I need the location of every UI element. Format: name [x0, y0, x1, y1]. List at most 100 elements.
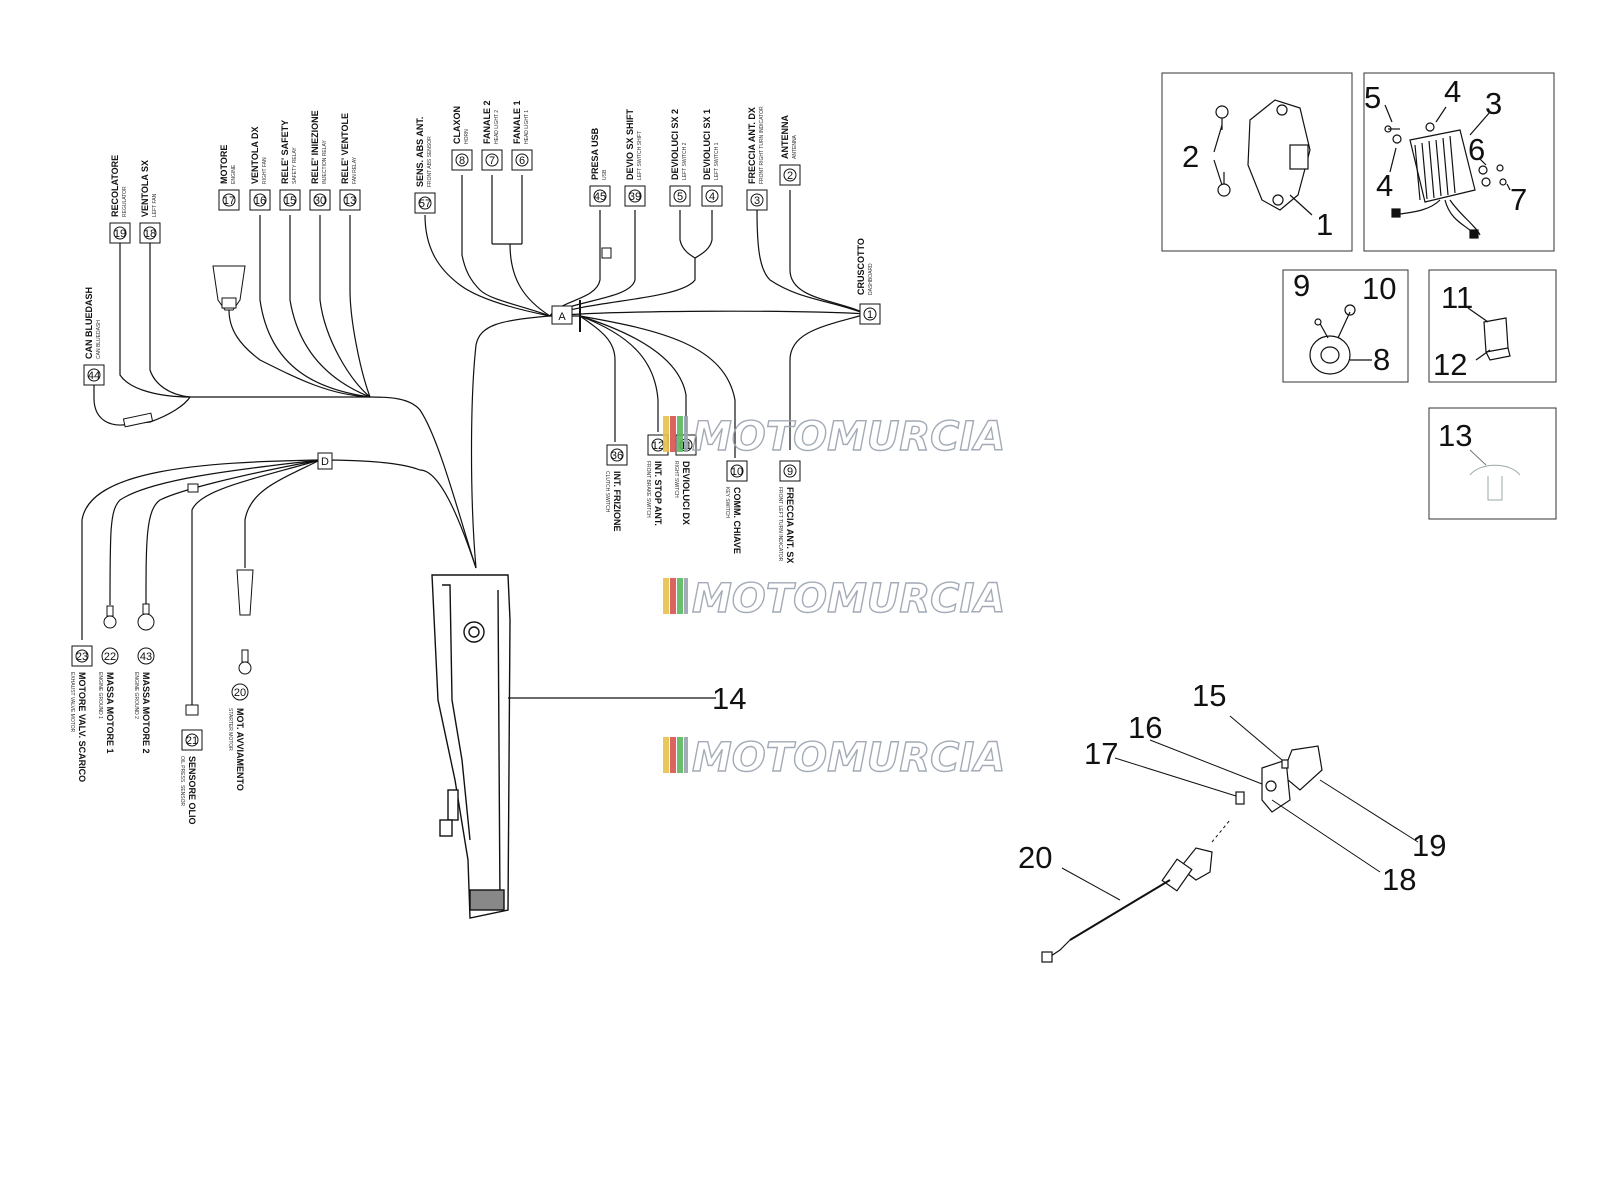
connector-2-number: 2 [787, 170, 793, 182]
connector-18-sub: LEFT FAN [152, 193, 158, 217]
hub-d: D [317, 452, 333, 470]
connector-30: 30 RELE' INIEZIONE INJECTION RELAY [309, 110, 331, 211]
connector-11-sub: RIGHT SWITCH [673, 461, 679, 498]
parts-box-5: 13 [1428, 407, 1557, 520]
ref-10: 10 [1362, 271, 1396, 306]
connector-20-number: 20 [234, 687, 246, 699]
connector-45-label: PRESA USB [590, 127, 600, 180]
connector-44: 44 CAN BLUEDASH CAN BLUEDASH [83, 287, 105, 386]
connector-9-sub: FRONT LEFT TURN INDICATOR [777, 487, 783, 562]
watermark-text-1: MOTOMURCIA [692, 414, 1005, 460]
ref-3: 3 [1485, 86, 1502, 121]
connector-22-sub: ENGINE GROUND 1 [97, 672, 103, 719]
connector-17-number: 17 [223, 195, 235, 207]
connector-9: 9 FRECCIA ANT. SX FRONT LEFT TURN INDICA… [777, 460, 801, 563]
connector-15: 15 RELE' SAFETY SAFETY RELAY [279, 120, 301, 211]
ref-17: 17 [1084, 736, 1118, 771]
parts-box-4: 11 12 [1428, 269, 1557, 383]
connector-20: 20 MOT. AVVIAMENTO STARTER MOTOR [227, 683, 249, 791]
ref-16: 16 [1128, 710, 1162, 745]
connector-43-label: MASSA MOTORE 2 [141, 672, 151, 754]
connector-43-sub: ENGINE GROUND 2 [133, 672, 139, 719]
connector-5-label: DEVIOLUCI SX 2 [670, 109, 680, 180]
connector-30-number: 30 [314, 195, 326, 207]
ref-14: 14 [712, 681, 746, 716]
parts-box-3: 9 10 8 [1282, 268, 1409, 383]
ref-1: 1 [1316, 207, 1333, 242]
connector-18-label: VENTOLA SX [140, 160, 150, 217]
watermark-text-2: MOTOMURCIA [692, 576, 1005, 622]
hub-d-label: D [321, 456, 329, 468]
connector-17: 17 MOTORE ENGINE [218, 145, 240, 211]
connector-36-sub: CLUTCH SWITCH [604, 471, 610, 513]
connector-39-label: DEVIO SX SHIFT [625, 108, 635, 180]
connector-17-label: MOTORE [219, 145, 229, 184]
connector-15-number: 15 [284, 195, 296, 207]
connector-10-number: 10 [731, 466, 743, 478]
connector-13-number: 13 [344, 195, 356, 207]
connector-23-sub: EXHAUST VALVE MOTOR [69, 672, 75, 733]
ref-9: 9 [1293, 268, 1310, 303]
connector-20-label: MOT. AVVIAMENTO [235, 708, 245, 791]
connector-13-label: RELE' VENTOLE [340, 113, 350, 184]
connector-10-label: COMM. CHIAVE [732, 487, 742, 554]
connector-19: 19 RECOLATORE REGULATOR [109, 155, 131, 244]
connector-6-number: 6 [519, 155, 525, 167]
parts-box-1: 2 1 [1161, 72, 1353, 252]
connector-19-label: RECOLATORE [110, 155, 120, 217]
connector-44-number: 44 [88, 370, 100, 382]
ref-4b: 4 [1376, 168, 1393, 203]
connector-15-label: RELE' SAFETY [280, 120, 290, 184]
connector-13-sub: FAN RELAY [352, 156, 358, 184]
connector-12-number: 12 [652, 440, 664, 452]
connector-30-sub: INJECTION RELAY [322, 140, 328, 184]
connector-3-number: 3 [754, 195, 760, 207]
connector-5-sub: LEFT SWITCH 2 [682, 142, 688, 180]
wire-details [103, 247, 612, 716]
wiring-harness-14 [431, 574, 511, 919]
watermark-text-3: MOTOMURCIA [692, 735, 1005, 781]
connector-8-sub: HORN [464, 129, 470, 144]
connector-3-sub: FRONT RIGHT TURN INDICATOR [759, 106, 765, 184]
ref-8: 8 [1373, 342, 1390, 377]
ref-7: 7 [1510, 182, 1527, 217]
watermark-2: MOTOMURCIA [663, 575, 1006, 623]
connector-19-sub: REGULATOR [122, 186, 128, 217]
connector-39-sub: LEFT SWITCH SHIFT [637, 131, 643, 180]
connector-4-number: 4 [709, 191, 715, 203]
connector-17-sub: ENGINE [231, 164, 237, 184]
connector-7-sub: HEAD LIGHT 2 [494, 110, 500, 144]
connector-21: 21 SENSORE OLIO OIL PRESS. SENSOR [179, 729, 203, 825]
connector-15-sub: SAFETY RELAY [292, 147, 298, 184]
ref-2: 2 [1182, 139, 1199, 174]
ref-15: 15 [1192, 678, 1226, 713]
connectors-bottom: 23 MOTORE VALV. SCARICO EXHAUST VALVE MO… [69, 645, 249, 825]
connector-57-sub: FRONT ABS SENSOR [427, 136, 433, 187]
connector-18: 18 VENTOLA SX LEFT FAN [139, 160, 161, 244]
connector-6-label: FANALE 1 [512, 100, 522, 144]
connectors-top: 19 RECOLATORE REGULATOR 18 VENTOLA SX LE… [83, 100, 874, 386]
connector-4: 4 DEVIOLUCI SX 1 LEFT SWITCH 1 [701, 109, 723, 207]
connector-18-number: 18 [144, 228, 156, 240]
connector-5-number: 5 [677, 191, 683, 203]
connector-9-label: FRECCIA ANT. SX [785, 487, 795, 563]
cruscotto-label: CRUSCOTTO DASHBOARD [856, 238, 874, 295]
connector-43: 43 MASSA MOTORE 2 ENGINE GROUND 2 [133, 647, 155, 754]
ref-6: 6 [1468, 132, 1485, 167]
connector-21-sub: OIL PRESS. SENSOR [179, 756, 185, 806]
connector-11-label: DEVIOLUCI DX [681, 461, 691, 525]
connector-7-label: FANALE 2 [482, 100, 492, 144]
connector-16-label: VENTOLA DX [250, 126, 260, 184]
ref-20: 20 [1018, 840, 1052, 875]
connector-4-label: DEVIOLUCI SX 1 [702, 109, 712, 180]
connector-2-label: ANTENNA [780, 115, 790, 159]
connector-12-label: INT. STOP ANT. [653, 461, 663, 526]
connector-21-number: 21 [186, 735, 198, 747]
connector-16-sub: RIGHT FAN [262, 157, 268, 184]
connector-10-sub: KEY SWITCH [724, 487, 730, 518]
hub-c-label: 1 [867, 309, 873, 321]
ref-4a: 4 [1444, 74, 1461, 109]
connector-6: 6 FANALE 1 HEAD LIGHT 1 [511, 100, 533, 171]
ref-18: 18 [1382, 862, 1416, 897]
connector-45-number: 45 [594, 191, 606, 203]
